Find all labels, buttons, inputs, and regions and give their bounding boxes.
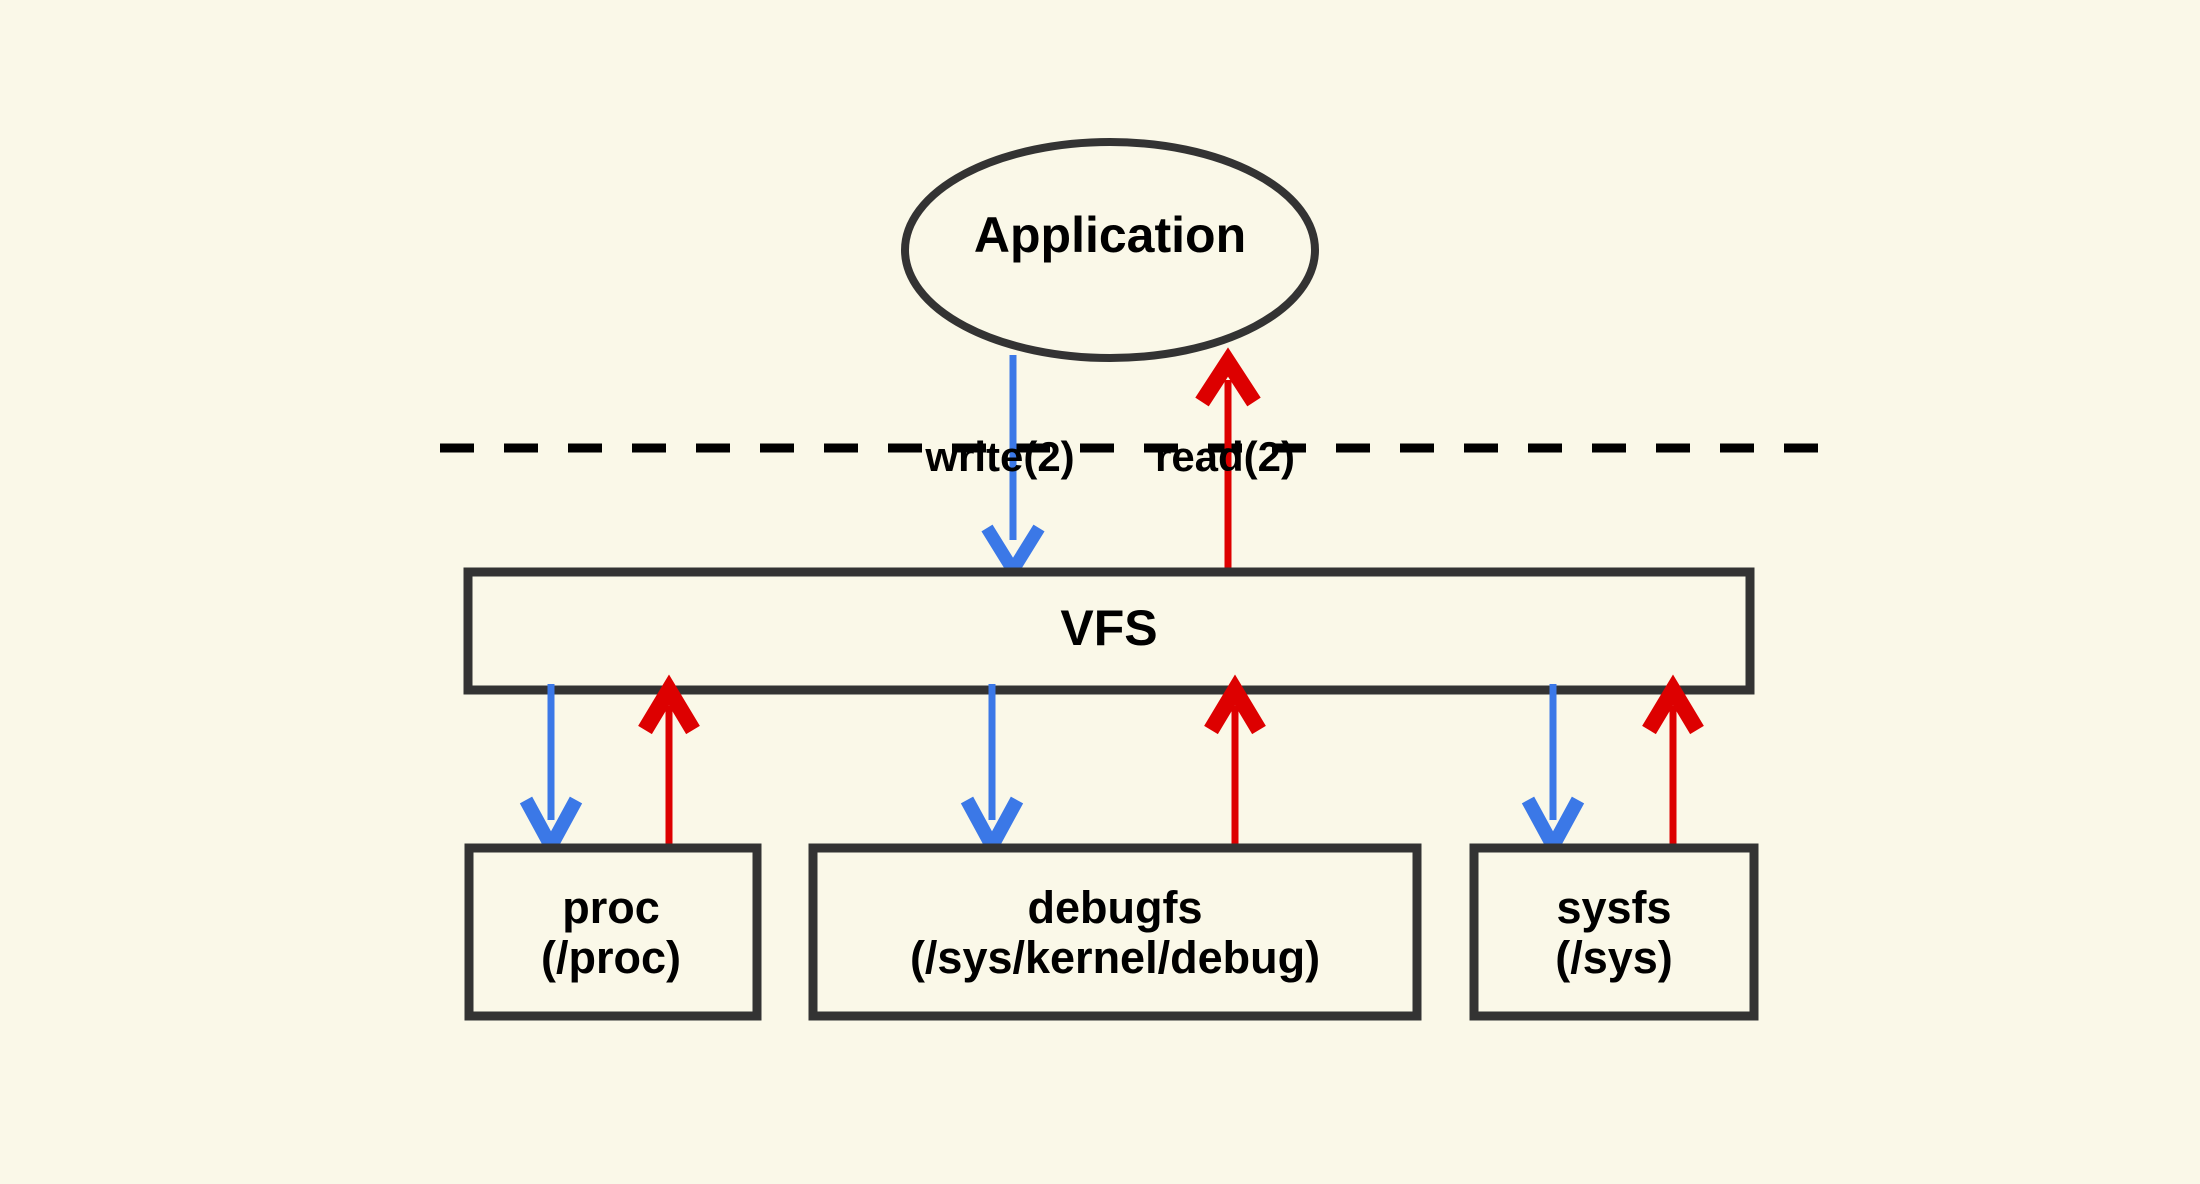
arrow-read-sysfs-to-vfs	[1642, 674, 1704, 846]
proc-box[interactable]	[464, 843, 762, 1021]
arrow-read-proc-to-vfs	[638, 674, 700, 846]
debugfs-box[interactable]	[808, 843, 1422, 1021]
arrow-write-vfs-to-debugfs	[960, 684, 1024, 861]
application-ellipse[interactable]	[901, 138, 1319, 362]
arrow-read-vfs-to-application	[1195, 347, 1261, 570]
sysfs-box[interactable]	[1469, 843, 1759, 1021]
arrow-write-vfs-to-proc	[519, 684, 583, 861]
arrow-write-vfs-to-sysfs	[1521, 684, 1585, 861]
vfs-box[interactable]	[463, 567, 1755, 695]
arrow-write-application-to-vfs	[981, 355, 1045, 583]
